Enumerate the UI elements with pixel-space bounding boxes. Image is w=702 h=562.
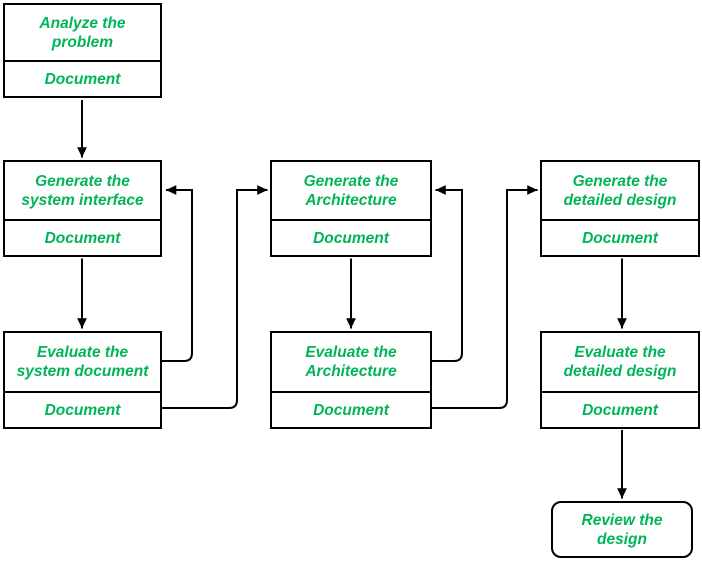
flow-evaluate-system-to-generate-architecture	[162, 185, 268, 409]
node-generate-detailed-design: Generate the detailed design Document	[540, 160, 700, 257]
node-document-label: Document	[542, 219, 698, 255]
node-document-label: Document	[5, 60, 160, 96]
node-document-label: Document	[542, 391, 698, 427]
flow-evaluate-architecture-to-generate-detailed	[432, 185, 538, 409]
node-review-the-design: Review the design	[551, 501, 693, 558]
node-title: Evaluate the Architecture	[305, 344, 397, 380]
node-evaluate-system-document: Evaluate the system document Document	[3, 331, 162, 429]
node-document-label: Document	[5, 219, 160, 255]
node-document-label: Document	[272, 391, 430, 427]
node-title: Evaluate the detailed design	[563, 344, 677, 380]
node-title: Generate the detailed design	[563, 172, 677, 209]
node-title: Evaluate the system document	[16, 344, 149, 380]
node-analyze-the-problem: Analyze the problem Document	[3, 3, 162, 98]
node-document-label: Document	[5, 391, 160, 427]
node-title: Generate the Architecture	[303, 172, 399, 209]
node-evaluate-architecture: Evaluate the Architecture Document	[270, 331, 432, 429]
feedback-evaluate-system-to-generate-interface	[162, 185, 193, 362]
node-document-label: Document	[272, 219, 430, 255]
node-evaluate-detailed-design: Evaluate the detailed design Document	[540, 331, 700, 429]
feedback-evaluate-architecture-to-generate-architecture	[432, 185, 463, 362]
node-title: Analyze the problem	[39, 14, 126, 51]
node-generate-system-interface: Generate the system interface Document	[3, 160, 162, 257]
node-generate-architecture: Generate the Architecture Document	[270, 160, 432, 257]
node-title: Review the design	[581, 511, 663, 548]
node-title: Generate the system interface	[21, 172, 144, 209]
